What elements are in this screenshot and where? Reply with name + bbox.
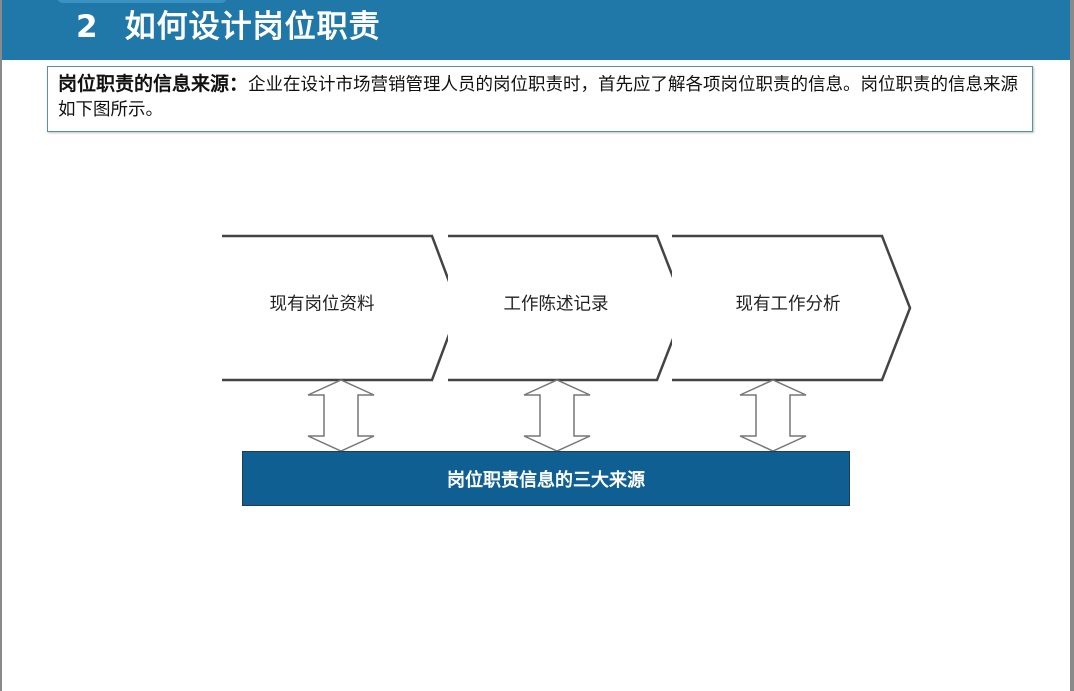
header-tab (57, 0, 227, 3)
intro-text: 企业在设计市场营销管理人员的岗位职责时，首先应了解各项岗位职责的信息。岗位职责的… (58, 75, 1019, 120)
double-arrow-icon (739, 379, 807, 452)
source-label-1: 现有岗位资料 (269, 294, 375, 315)
intro-text-box: 岗位职责的信息来源：企业在设计市场营销管理人员的岗位职责时，首先应了解各项岗位职… (47, 66, 1033, 132)
intro-label: 岗位职责的信息来源： (58, 73, 249, 95)
summary-label: 岗位职责信息的三大来源 (447, 469, 645, 491)
page-title: 2 如何设计岗位职责 (76, 6, 381, 48)
double-arrow-icon (307, 379, 375, 452)
double-arrow-icon (523, 379, 591, 452)
summary-bar: 岗位职责信息的三大来源 (242, 451, 850, 506)
chevron-shape-3 (672, 234, 912, 382)
slide-header: 2 如何设计岗位职责 (2, 0, 1070, 60)
source-label-2: 工作陈述记录 (503, 294, 609, 315)
section-title: 如何设计岗位职责 (124, 9, 381, 45)
source-label-3: 现有工作分析 (735, 294, 841, 315)
section-number: 2 (76, 9, 99, 45)
